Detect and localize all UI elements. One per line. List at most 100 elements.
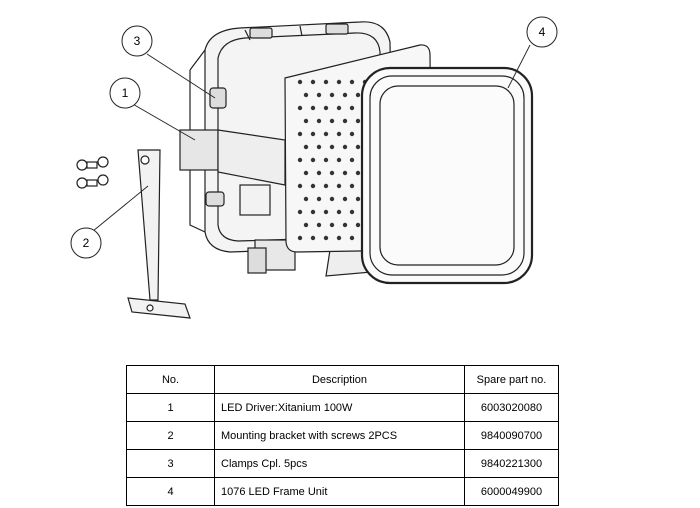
plate-hole — [316, 92, 322, 98]
row-no: 1 — [126, 393, 215, 422]
plate-hole — [303, 222, 309, 228]
callout-3: 3 — [121, 25, 153, 57]
plate-hole — [355, 92, 361, 98]
row-spare-part: 6000049900 — [464, 477, 559, 506]
plate-hole — [303, 144, 309, 150]
plate-hole — [310, 79, 316, 85]
plate-hole — [329, 144, 335, 150]
plate-hole — [323, 183, 329, 189]
plate-hole — [310, 209, 316, 215]
spare-parts-table: No. Description Spare part no. 1 LED Dri… — [126, 365, 559, 506]
plate-hole — [310, 105, 316, 111]
plate-hole — [323, 235, 329, 241]
row-spare-part: 6003020080 — [464, 393, 559, 422]
plate-hole — [310, 131, 316, 137]
plate-hole — [336, 157, 342, 163]
plate-hole — [316, 170, 322, 176]
plate-hole — [355, 170, 361, 176]
plate-hole — [349, 235, 355, 241]
plate-hole — [297, 235, 303, 241]
plate-hole — [316, 222, 322, 228]
plate-hole — [342, 170, 348, 176]
plate-hole — [336, 209, 342, 215]
plate-hole — [355, 222, 361, 228]
plate-hole — [316, 118, 322, 124]
plate-hole — [329, 118, 335, 124]
plate-hole — [336, 235, 342, 241]
svg-text:3: 3 — [134, 34, 141, 48]
row-no: 2 — [126, 421, 215, 450]
plate-hole — [310, 235, 316, 241]
plate-hole — [323, 131, 329, 137]
leader-lines — [92, 44, 531, 232]
plate-hole — [342, 118, 348, 124]
plate-hole — [349, 157, 355, 163]
header-no: No. — [126, 365, 215, 394]
row-description: Clamps Cpl. 5pcs — [214, 449, 465, 478]
plate-hole — [342, 144, 348, 150]
plate-hole — [316, 144, 322, 150]
plate-hole — [323, 157, 329, 163]
plate-hole — [323, 209, 329, 215]
plate-hole — [355, 196, 361, 202]
svg-text:1: 1 — [122, 86, 129, 100]
plate-hole — [329, 222, 335, 228]
header-description: Description — [214, 365, 465, 394]
plate-hole — [355, 144, 361, 150]
led-driver — [179, 129, 286, 216]
row-description: 1076 LED Frame Unit — [214, 477, 465, 506]
plate-hole — [349, 131, 355, 137]
plate-hole — [323, 105, 329, 111]
plate-hole — [336, 105, 342, 111]
svg-text:2: 2 — [83, 236, 90, 250]
row-description: Mounting bracket with screws 2PCS — [214, 421, 465, 450]
clamps — [205, 23, 349, 207]
table-row: 4 1076 LED Frame Unit 6000049900 — [126, 477, 559, 506]
plate-hole — [342, 92, 348, 98]
row-spare-part: 9840221300 — [464, 449, 559, 478]
table-header-row: No. Description Spare part no. — [126, 365, 559, 394]
callout-4: 4 — [526, 16, 558, 48]
plate-hole — [303, 92, 309, 98]
table-row: 3 Clamps Cpl. 5pcs 9840221300 — [126, 449, 559, 478]
plate-hole — [349, 79, 355, 85]
plate-hole — [336, 183, 342, 189]
plate-hole — [297, 105, 303, 111]
plate-hole — [349, 183, 355, 189]
plate-hole — [342, 222, 348, 228]
plate-hole — [329, 196, 335, 202]
svg-text:4: 4 — [539, 25, 546, 39]
table-row: 2 Mounting bracket with screws 2PCS 9840… — [126, 421, 559, 450]
header-spare-part: Spare part no. — [464, 365, 559, 394]
plate-hole — [349, 209, 355, 215]
plate-hole — [349, 105, 355, 111]
plate-hole — [355, 118, 361, 124]
plate-hole — [297, 209, 303, 215]
row-spare-part: 9840090700 — [464, 421, 559, 450]
row-no: 3 — [126, 449, 215, 478]
plate-hole — [336, 79, 342, 85]
table-row: 1 LED Driver:Xitanium 100W 6003020080 — [126, 393, 559, 422]
mounting-bracket — [127, 149, 191, 319]
plate-hole — [310, 183, 316, 189]
plate-hole — [336, 131, 342, 137]
exploded-view-diagram: 3 1 2 4 — [70, 16, 558, 319]
callout-2: 2 — [70, 227, 102, 259]
plate-hole — [329, 170, 335, 176]
plate-hole — [310, 157, 316, 163]
plate-hole — [297, 79, 303, 85]
plate-hole — [329, 92, 335, 98]
led-frame-unit — [360, 66, 534, 285]
plate-hole — [323, 79, 329, 85]
plate-hole — [297, 131, 303, 137]
plate-hole — [297, 157, 303, 163]
screws — [76, 156, 109, 189]
plate-hole — [297, 183, 303, 189]
callout-1: 1 — [109, 77, 141, 109]
row-no: 4 — [126, 477, 215, 506]
row-description: LED Driver:Xitanium 100W — [214, 393, 465, 422]
plate-hole — [316, 196, 322, 202]
plate-hole — [303, 170, 309, 176]
plate-hole — [303, 196, 309, 202]
plate-hole — [303, 118, 309, 124]
